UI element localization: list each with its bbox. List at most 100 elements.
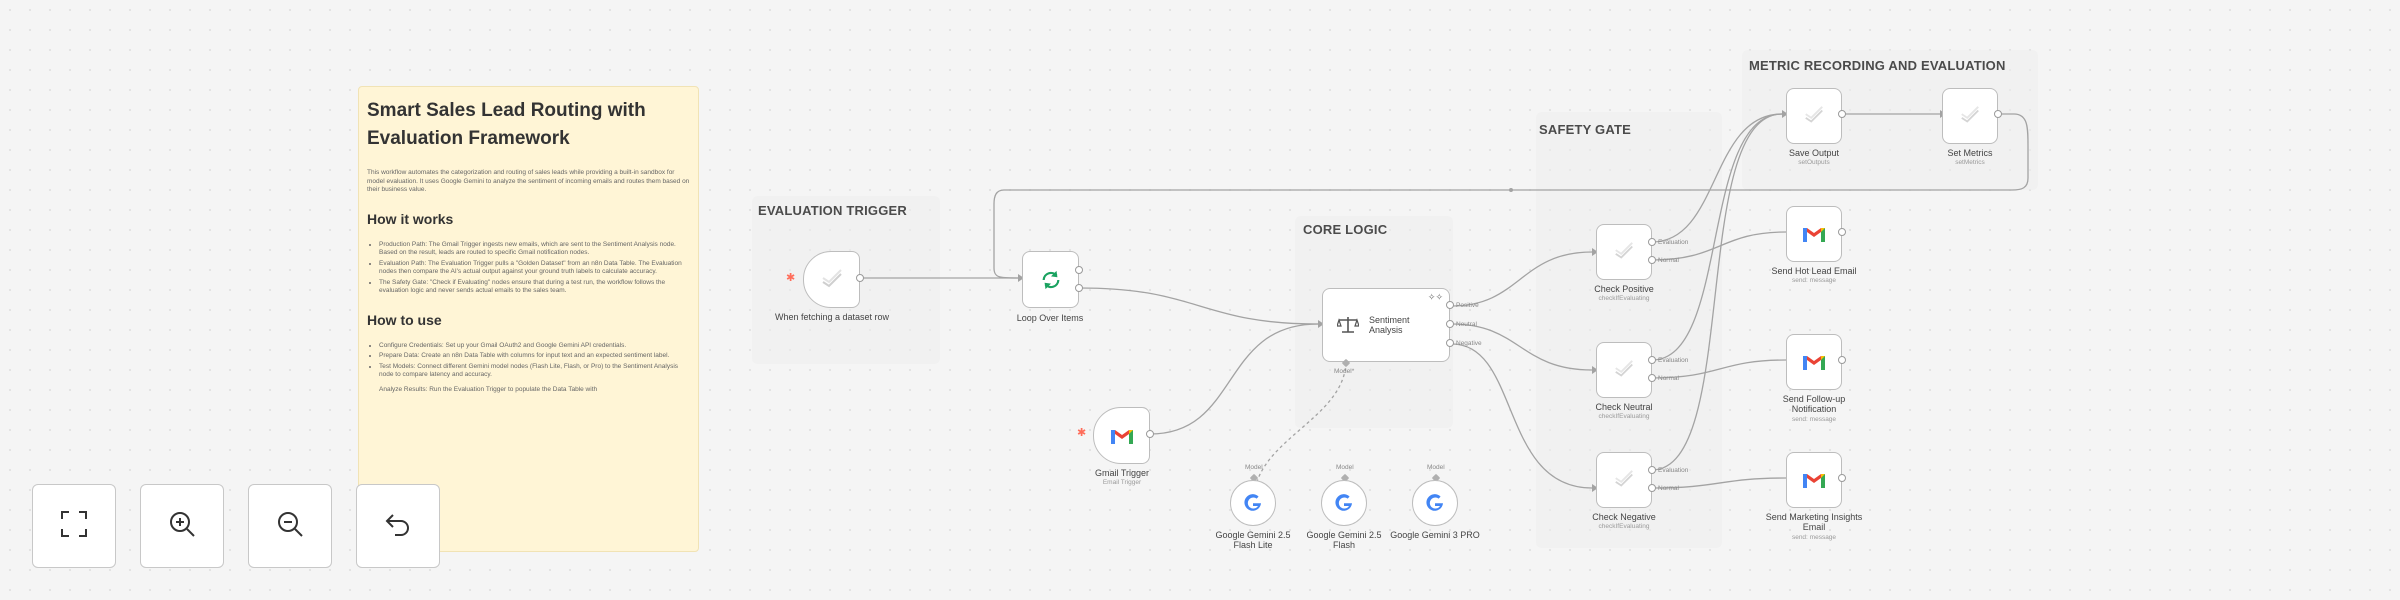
zoom-out-button[interactable] (248, 484, 332, 568)
port-output-positive[interactable] (1446, 301, 1454, 309)
port-output-done[interactable] (1075, 266, 1083, 274)
node-check-negative[interactable] (1596, 452, 1652, 508)
port-output-negative[interactable] (1446, 339, 1454, 347)
gmail-icon (1802, 471, 1826, 489)
output-label-normal: Normal (1658, 257, 1679, 264)
port-output-normal[interactable] (1648, 484, 1656, 492)
node-check-neutral[interactable] (1596, 342, 1652, 398)
node-send-followup[interactable] (1786, 334, 1842, 390)
node-subtitle-check-negative: checkIfEvaluating (1598, 523, 1650, 530)
node-subtitle-send-hot-lead: send: message (1791, 277, 1837, 284)
node-title-gemini-flash: Google Gemini 2.5 Flash (1306, 530, 1382, 550)
list-item: Test Models: Connect different Gemini mo… (379, 363, 690, 380)
node-title-gmail-trigger: Gmail Trigger (1094, 468, 1149, 478)
evaluation-icon (1959, 105, 1981, 127)
port-output[interactable] (1838, 356, 1846, 364)
node-subtitle-send-marketing: send: message (1791, 534, 1837, 541)
node-gemini-flash[interactable] (1321, 480, 1367, 526)
list-item: The Safety Gate: "Check if Evaluating" n… (379, 279, 690, 296)
port-output-evaluation[interactable] (1648, 238, 1656, 246)
evaluation-trigger-icon (820, 268, 844, 292)
node-loop-over-items[interactable] (1022, 251, 1079, 308)
node-subtitle-gmail-trigger: Email Trigger (1102, 479, 1142, 486)
node-subtitle-save-output: setOutputs (1798, 159, 1830, 166)
node-title-dataset-trigger: When fetching a dataset row (774, 312, 890, 322)
node-title-gemini-flash-lite: Google Gemini 2.5 Flash Lite (1215, 530, 1291, 550)
sticky-note[interactable]: Smart Sales Lead Routing with Evaluation… (358, 86, 699, 552)
port-output-normal[interactable] (1648, 256, 1656, 264)
node-subtitle-check-neutral: checkIfEvaluating (1598, 413, 1650, 420)
sticky-how-to-use-list: Configure Credentials: Set up your Gmail… (367, 342, 690, 380)
node-title-loop: Loop Over Items (1016, 313, 1084, 323)
port-output[interactable] (1838, 110, 1846, 118)
zone-label-core-logic: CORE LOGIC (1303, 222, 1388, 237)
sticky-title: Smart Sales Lead Routing with Evaluation… (367, 100, 646, 149)
node-title-send-hot-lead: Send Hot Lead Email (1771, 266, 1857, 276)
sticky-intro: This workflow automates the categorizati… (367, 169, 690, 193)
undo-icon (383, 509, 413, 544)
output-label-neutral: Neutral (1456, 321, 1477, 328)
ai-node-badge-icon: ✧✧ (1427, 292, 1443, 302)
node-send-hot-lead[interactable] (1786, 206, 1842, 262)
port-output[interactable] (1838, 474, 1846, 482)
node-gmail-trigger[interactable] (1093, 407, 1150, 464)
output-label-evaluation: Evaluation (1658, 239, 1689, 246)
loop-icon (1040, 269, 1062, 291)
scales-icon (1337, 316, 1359, 334)
node-title-gemini-pro: Google Gemini 3 PRO (1390, 530, 1480, 540)
fit-view-icon (59, 509, 89, 544)
sticky-trailing-text: Analyze Results: Run the Evaluation Trig… (379, 385, 598, 393)
node-subtitle-set-metrics: setMetrics (1955, 159, 1985, 166)
node-set-metrics[interactable] (1942, 88, 1998, 144)
gmail-icon (1110, 427, 1134, 445)
google-icon (1334, 493, 1354, 513)
node-send-marketing[interactable] (1786, 452, 1842, 508)
node-title-check-neutral: Check Neutral (1595, 402, 1653, 412)
google-icon (1243, 493, 1263, 513)
node-title-sentiment: Sentiment Analysis (1369, 315, 1410, 335)
port-output-neutral[interactable] (1446, 320, 1454, 328)
evaluation-icon (1613, 469, 1635, 491)
node-check-positive[interactable] (1596, 224, 1652, 280)
model-label-flash: Model (1336, 464, 1354, 471)
evaluation-icon (1613, 241, 1635, 263)
port-output[interactable] (856, 274, 864, 282)
port-output[interactable] (1994, 110, 2002, 118)
sticky-how-to-use-heading: How to use (367, 311, 442, 328)
node-gemini-pro[interactable] (1412, 480, 1458, 526)
undo-button[interactable] (356, 484, 440, 568)
node-title-check-negative: Check Negative (1592, 512, 1656, 522)
node-dataset-trigger[interactable] (803, 251, 860, 308)
zoom-in-button[interactable] (140, 484, 224, 568)
trigger-bolt-icon: ✱ (786, 272, 796, 284)
port-output-loop[interactable] (1075, 284, 1083, 292)
zoom-in-icon (167, 509, 197, 544)
node-save-output[interactable] (1786, 88, 1842, 144)
sticky-how-it-works-heading: How it works (367, 210, 454, 227)
evaluation-icon (1613, 359, 1635, 381)
port-output-normal[interactable] (1648, 374, 1656, 382)
port-output[interactable] (1146, 430, 1154, 438)
model-label-lite: Model (1245, 464, 1263, 471)
port-output[interactable] (1838, 228, 1846, 236)
node-subtitle-send-followup: send: message (1791, 416, 1837, 423)
list-item: Production Path: The Gmail Trigger inges… (379, 241, 690, 258)
node-title-send-followup: Send Follow-up Notification (1782, 394, 1846, 414)
port-output-evaluation[interactable] (1648, 466, 1656, 474)
gmail-icon (1802, 353, 1826, 371)
zone-label-metric-recording: METRIC RECORDING AND EVALUATION (1749, 58, 2006, 73)
fit-view-button[interactable] (32, 484, 116, 568)
port-output-evaluation[interactable] (1648, 356, 1656, 364)
output-label-evaluation: Evaluation (1658, 357, 1689, 364)
zoom-out-icon (275, 509, 305, 544)
node-sentiment-analysis[interactable]: Sentiment Analysis ✧✧ (1322, 288, 1450, 362)
list-item: Evaluation Path: The Evaluation Trigger … (379, 260, 690, 277)
zone-label-safety-gate: SAFETY GATE (1539, 122, 1632, 137)
output-label-evaluation: Evaluation (1658, 467, 1689, 474)
gmail-icon (1802, 225, 1826, 243)
node-title-set-metrics: Set Metrics (1947, 148, 1993, 158)
zone-label-evaluation-trigger: EVALUATION TRIGGER (758, 203, 908, 218)
sticky-how-it-works-list: Production Path: The Gmail Trigger inges… (367, 241, 690, 296)
node-gemini-flash-lite[interactable] (1230, 480, 1276, 526)
